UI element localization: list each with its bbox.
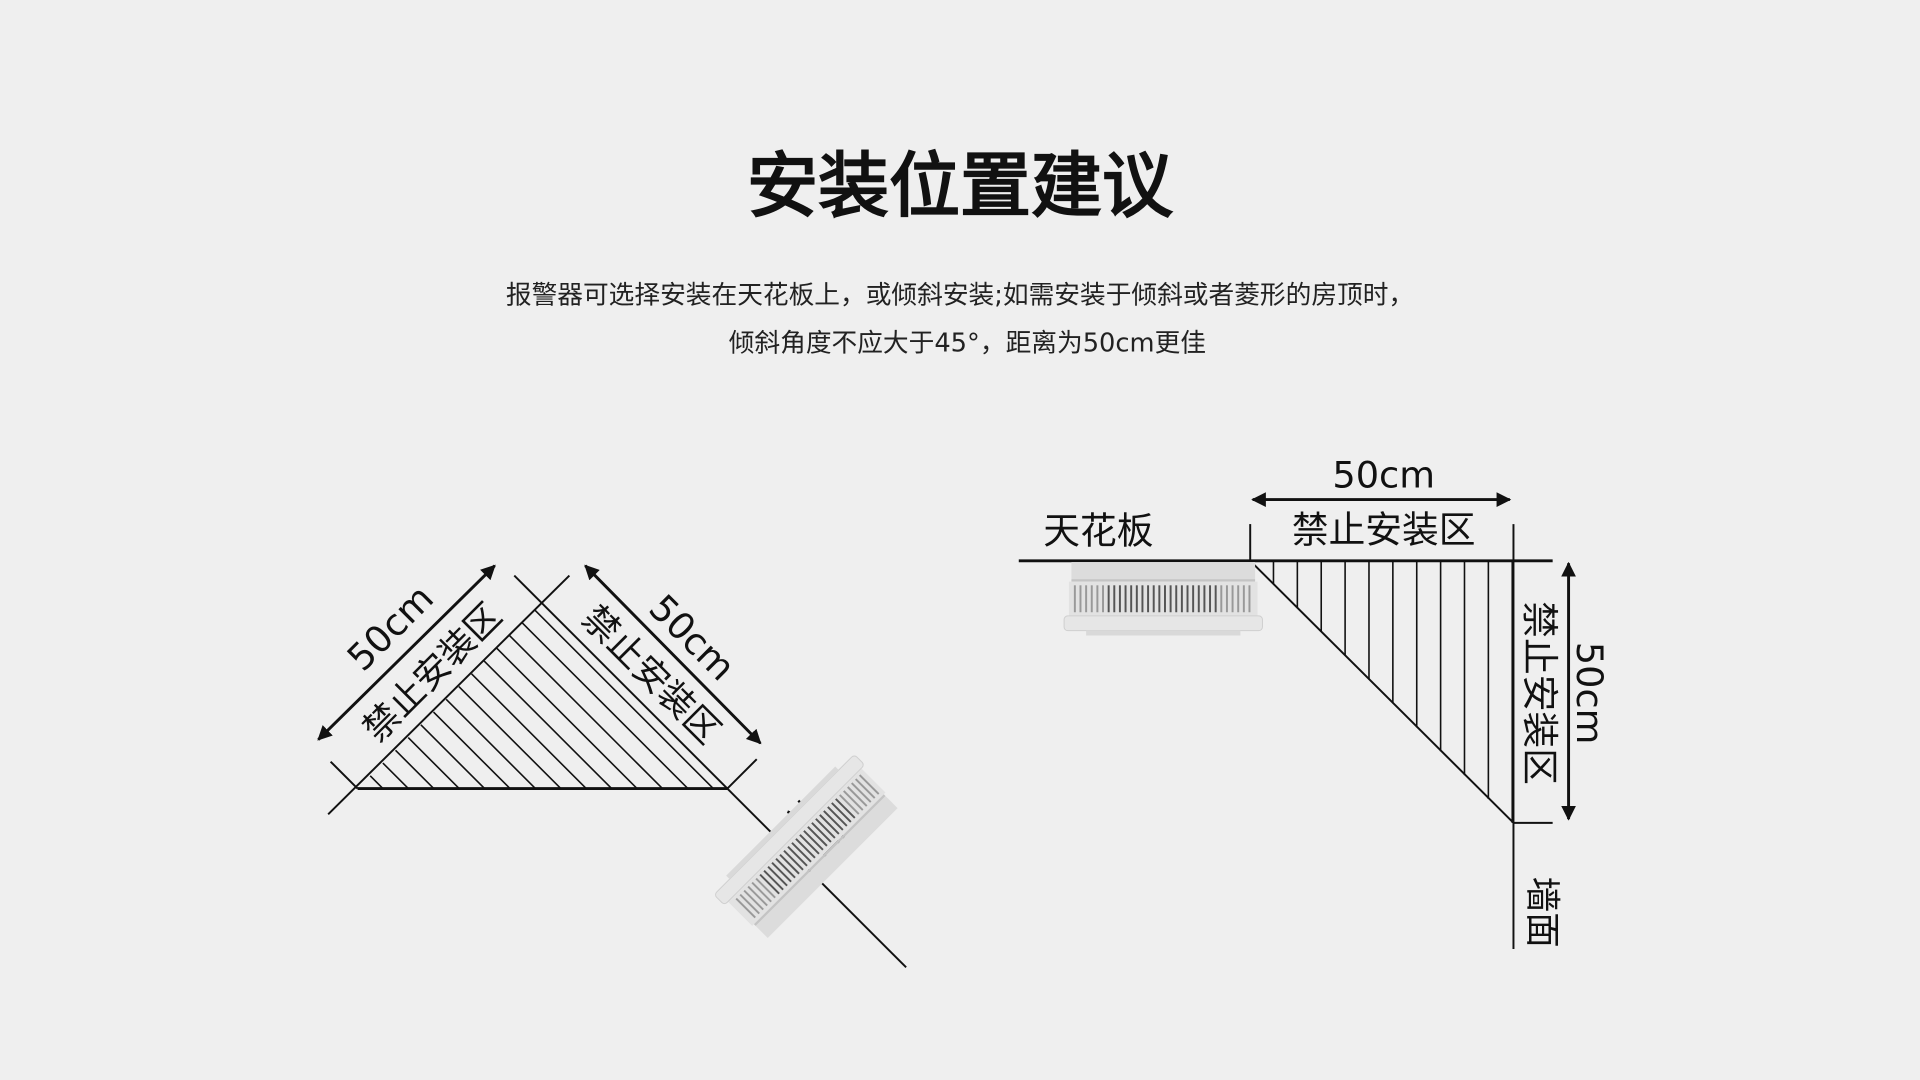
side-zone-label: 禁止安装区: [1518, 601, 1561, 785]
hatch-line: [420, 724, 486, 790]
hatch-line: [369, 775, 384, 790]
smoke-detector: [1063, 561, 1264, 637]
description-line-2: 倾斜角度不应大于45°，距离为50cm更佳: [729, 328, 1206, 358]
hatch-line: [382, 762, 409, 790]
flat-ceiling-diagram: 天花板 50cm 禁止安装区 禁止安装区 50cm 墙面: [1018, 453, 1611, 949]
top-zone-label: 禁止安装区: [1292, 508, 1476, 551]
dimension-arrow-left: [317, 564, 496, 741]
hatch-lines-right: [1272, 560, 1514, 823]
hatch-line: [407, 737, 460, 790]
hatch-line: [445, 698, 537, 790]
dimension-arrow-right: [584, 564, 762, 745]
side-distance-label: 50cm: [1568, 642, 1611, 745]
sloped-ceiling-diagram: 50cm 禁止安装区 50cm 禁止安装区 墙面: [317, 564, 907, 969]
hatch-line: [496, 647, 638, 790]
hatch-line: [458, 686, 562, 790]
hatch-line: [483, 660, 613, 790]
top-distance-label: 50cm: [1332, 453, 1435, 496]
smoke-detector-tilted: [709, 750, 904, 944]
hatch-line: [470, 673, 587, 790]
wall-label-right: 墙面: [1522, 877, 1563, 948]
hatch-line: [394, 749, 435, 790]
page-title: 安装位置建议: [747, 145, 1174, 228]
description-line-1: 报警器可选择安装在天花板上，或倾斜安装;如需安装于倾斜或者菱形的房顶时，: [506, 281, 1414, 311]
hatch-line: [432, 711, 511, 790]
ceiling-label: 天花板: [1043, 510, 1153, 553]
